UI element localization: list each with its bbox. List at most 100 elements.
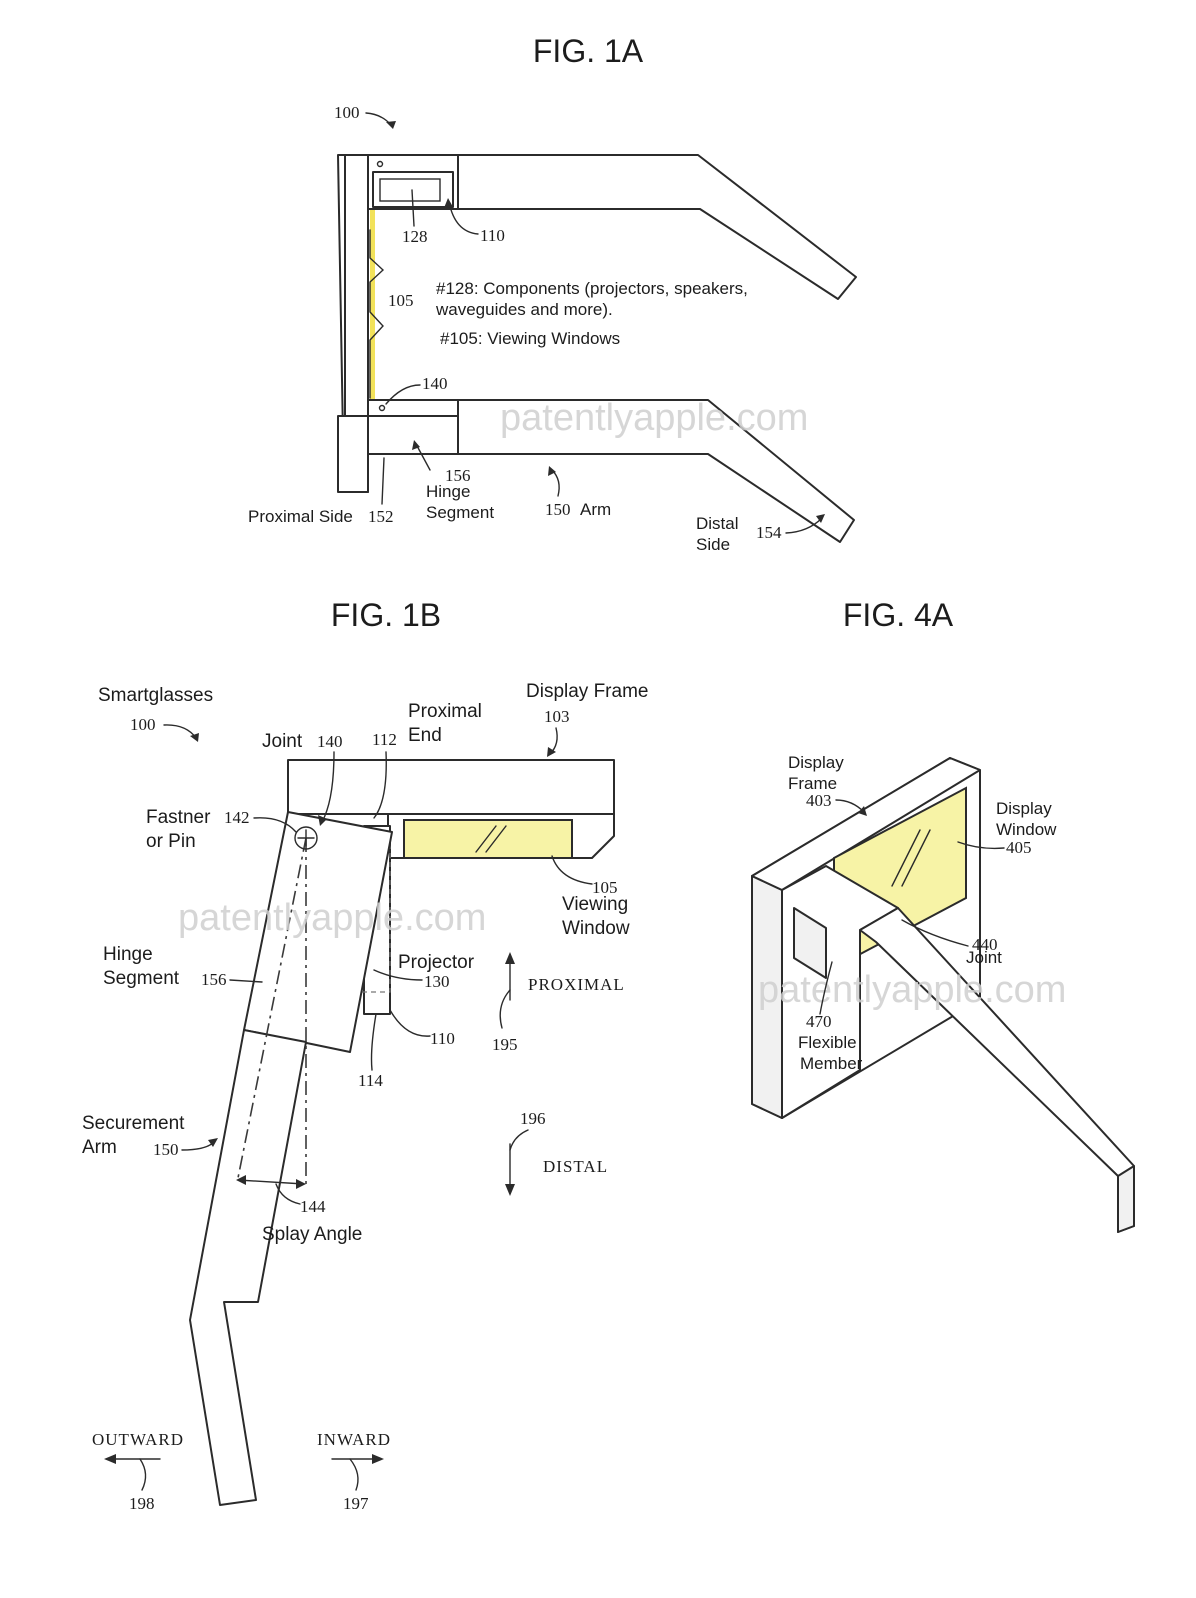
fig-1b-display-frame-label: Display Frame [526,681,648,702]
fig-1b-display-frame [287,759,615,815]
fig-4a-leader-403 [835,799,865,813]
fig-1b-leader-150 [181,1141,215,1151]
fig-1b-ref-110: 110 [430,1029,455,1048]
fig-1b-arrow-103 [547,747,556,757]
fig-1b-ref-196: 196 [520,1109,546,1128]
fig-1b-ref-112: 112 [372,730,397,749]
fig-4a-flexible-member [793,907,827,979]
fig-4a-glass-glint-1 [891,829,921,887]
fig-1b-splay-arrow-right [296,1179,306,1189]
fig-1b-ref-140: 140 [317,732,343,751]
fig-1a-leader-156 [415,443,431,471]
fig-1b-securement-2: Arm [82,1137,117,1158]
fig-1a-ref-105: 105 [388,291,414,310]
fig-1a-ref-110: 110 [480,226,505,245]
fig-1b-splay-angle-label: Splay Angle [262,1224,362,1245]
fig-1a-note-line1: #128: Components (projectors, speakers, [436,279,748,298]
fig-1a-bracket-105 [369,229,385,399]
fig-1b-ref-103: 103 [544,707,570,726]
fig-1b-ref-105: 105 [592,878,618,897]
fig-1b-arm-axis [237,837,307,1179]
fig-1b-arrow-100 [190,733,199,742]
fig-1b-leader-105 [551,855,593,885]
fig-1b-proximal-arrow [505,952,515,964]
fig-4a-ref-403: 403 [806,791,832,810]
fig-4a-arrow-403 [858,806,867,816]
fig-4a-leader-440 [901,919,969,947]
fig-4a-watermark: patentlyapple.com [758,969,1066,1011]
fig-1a-leader-152 [381,457,385,505]
fig-1b-leader-197 [349,1458,359,1491]
fig-1b-ref-114: 114 [358,1071,383,1090]
fig-4a-flexible-label-2: Member [800,1054,863,1073]
fig-1a-pin-top [376,160,384,168]
fig-1a-leader-150 [551,469,560,497]
fig-1a-title: FIG. 1A [533,33,644,69]
fig-1a-component-inner [379,178,441,202]
fig-1b-leader-130 [373,969,423,981]
fig-1a-hinge-label-2: Segment [426,503,494,522]
fig-4a-arm-end [1117,1165,1135,1233]
fig-1b-ref-197: 197 [343,1494,369,1513]
fig-1a-proximal-block [337,415,369,493]
fig-1b-ref-130: 130 [424,972,450,991]
fig-1b-fastener-2: or Pin [146,831,196,852]
fig-1b-leader-156 [229,979,263,983]
fig-1b-ref-198: 198 [129,1494,155,1513]
fig-1b-ref-100: 100 [130,715,156,734]
fig-1a-leader-140 [385,384,421,405]
fig-1b-watermark: patentlyapple.com [178,897,486,939]
fig-1b: FIG. 1B Smartglasses 100 Proximal End Di… [82,597,648,1513]
fig-1a-ref-156: 156 [445,466,471,485]
fig-4a-flexible-label-1: Flexible [798,1033,857,1052]
fig-1a-leader-128 [411,189,415,227]
fig-1a-note-line2: waveguides and more). [435,300,613,319]
fig-1b-title: FIG. 1B [331,597,441,633]
fig-1b-inward-arrow [372,1454,384,1464]
fig-4a-frame-label-1: Display [788,753,844,772]
fig-1a-ref-128: 128 [402,227,428,246]
fig-1b-inward-dir: INWARD [317,1430,391,1449]
fig-1a-distal-label-1: Distal [696,514,739,533]
fig-1b-leader-142 [253,817,297,833]
fig-1b-leader-112 [373,751,387,819]
fig-1b-arrow-150 [208,1138,218,1147]
fig-1a-viewing-window [370,210,375,400]
fig-1b-joint-label: Joint [262,731,303,752]
fig-1b-proximal-dir: PROXIMAL [528,975,625,994]
fig-1a-hinge-label-1: Hinge [426,482,470,501]
fig-1b-projector-label: Projector [398,952,475,973]
fig-1a-watermark: patentlyapple.com [500,397,808,439]
fig-1a-pin-140 [378,404,386,412]
fig-1a-upper-arm [457,154,857,300]
fig-1b-ref-195: 195 [492,1035,518,1054]
fig-1b-hinge-segment [243,811,393,1053]
fig-1b-distal-dir: DISTAL [543,1157,608,1176]
fig-4a-glass-glint-2 [901,829,931,887]
fig-1b-leader-196 [509,1129,529,1151]
fig-1b-glass-glint-2 [485,825,507,853]
fig-1b-securement-1: Securement [82,1113,185,1134]
fig-4a: FIG. 4A Display Frame 403 Display Window… [751,597,1135,1233]
fig-1a-distal-label-2: Side [696,535,730,554]
fig-1b-ref-156: 156 [201,970,227,989]
fig-1b-fastener-1: Fastner [146,807,211,828]
fig-4a-window-label-2: Window [996,820,1057,839]
fig-1b-hinge-label-1: Hinge [103,944,153,965]
fig-1b-viewing-window [403,819,573,859]
fig-1b-splay-arc [237,1179,305,1185]
fig-1a-ref-150: 150 [545,500,571,519]
fig-1a-ref-152: 152 [368,507,394,526]
fig-4a-ref-405: 405 [1006,838,1032,857]
fig-4a-frame-top [751,757,981,891]
fig-1a-arrow-156 [412,440,420,450]
fig-1a-ref-154: 154 [756,523,782,542]
fig-4a-ref-470: 470 [806,1012,832,1031]
fig-1b-ref-142: 142 [224,808,250,827]
fig-1b-outward-dir: OUTWARD [92,1430,184,1449]
fig-1b-ref-150: 150 [153,1140,179,1159]
fig-1b-leader-140 [321,751,335,823]
fig-1b-outward-arrow [104,1454,116,1464]
